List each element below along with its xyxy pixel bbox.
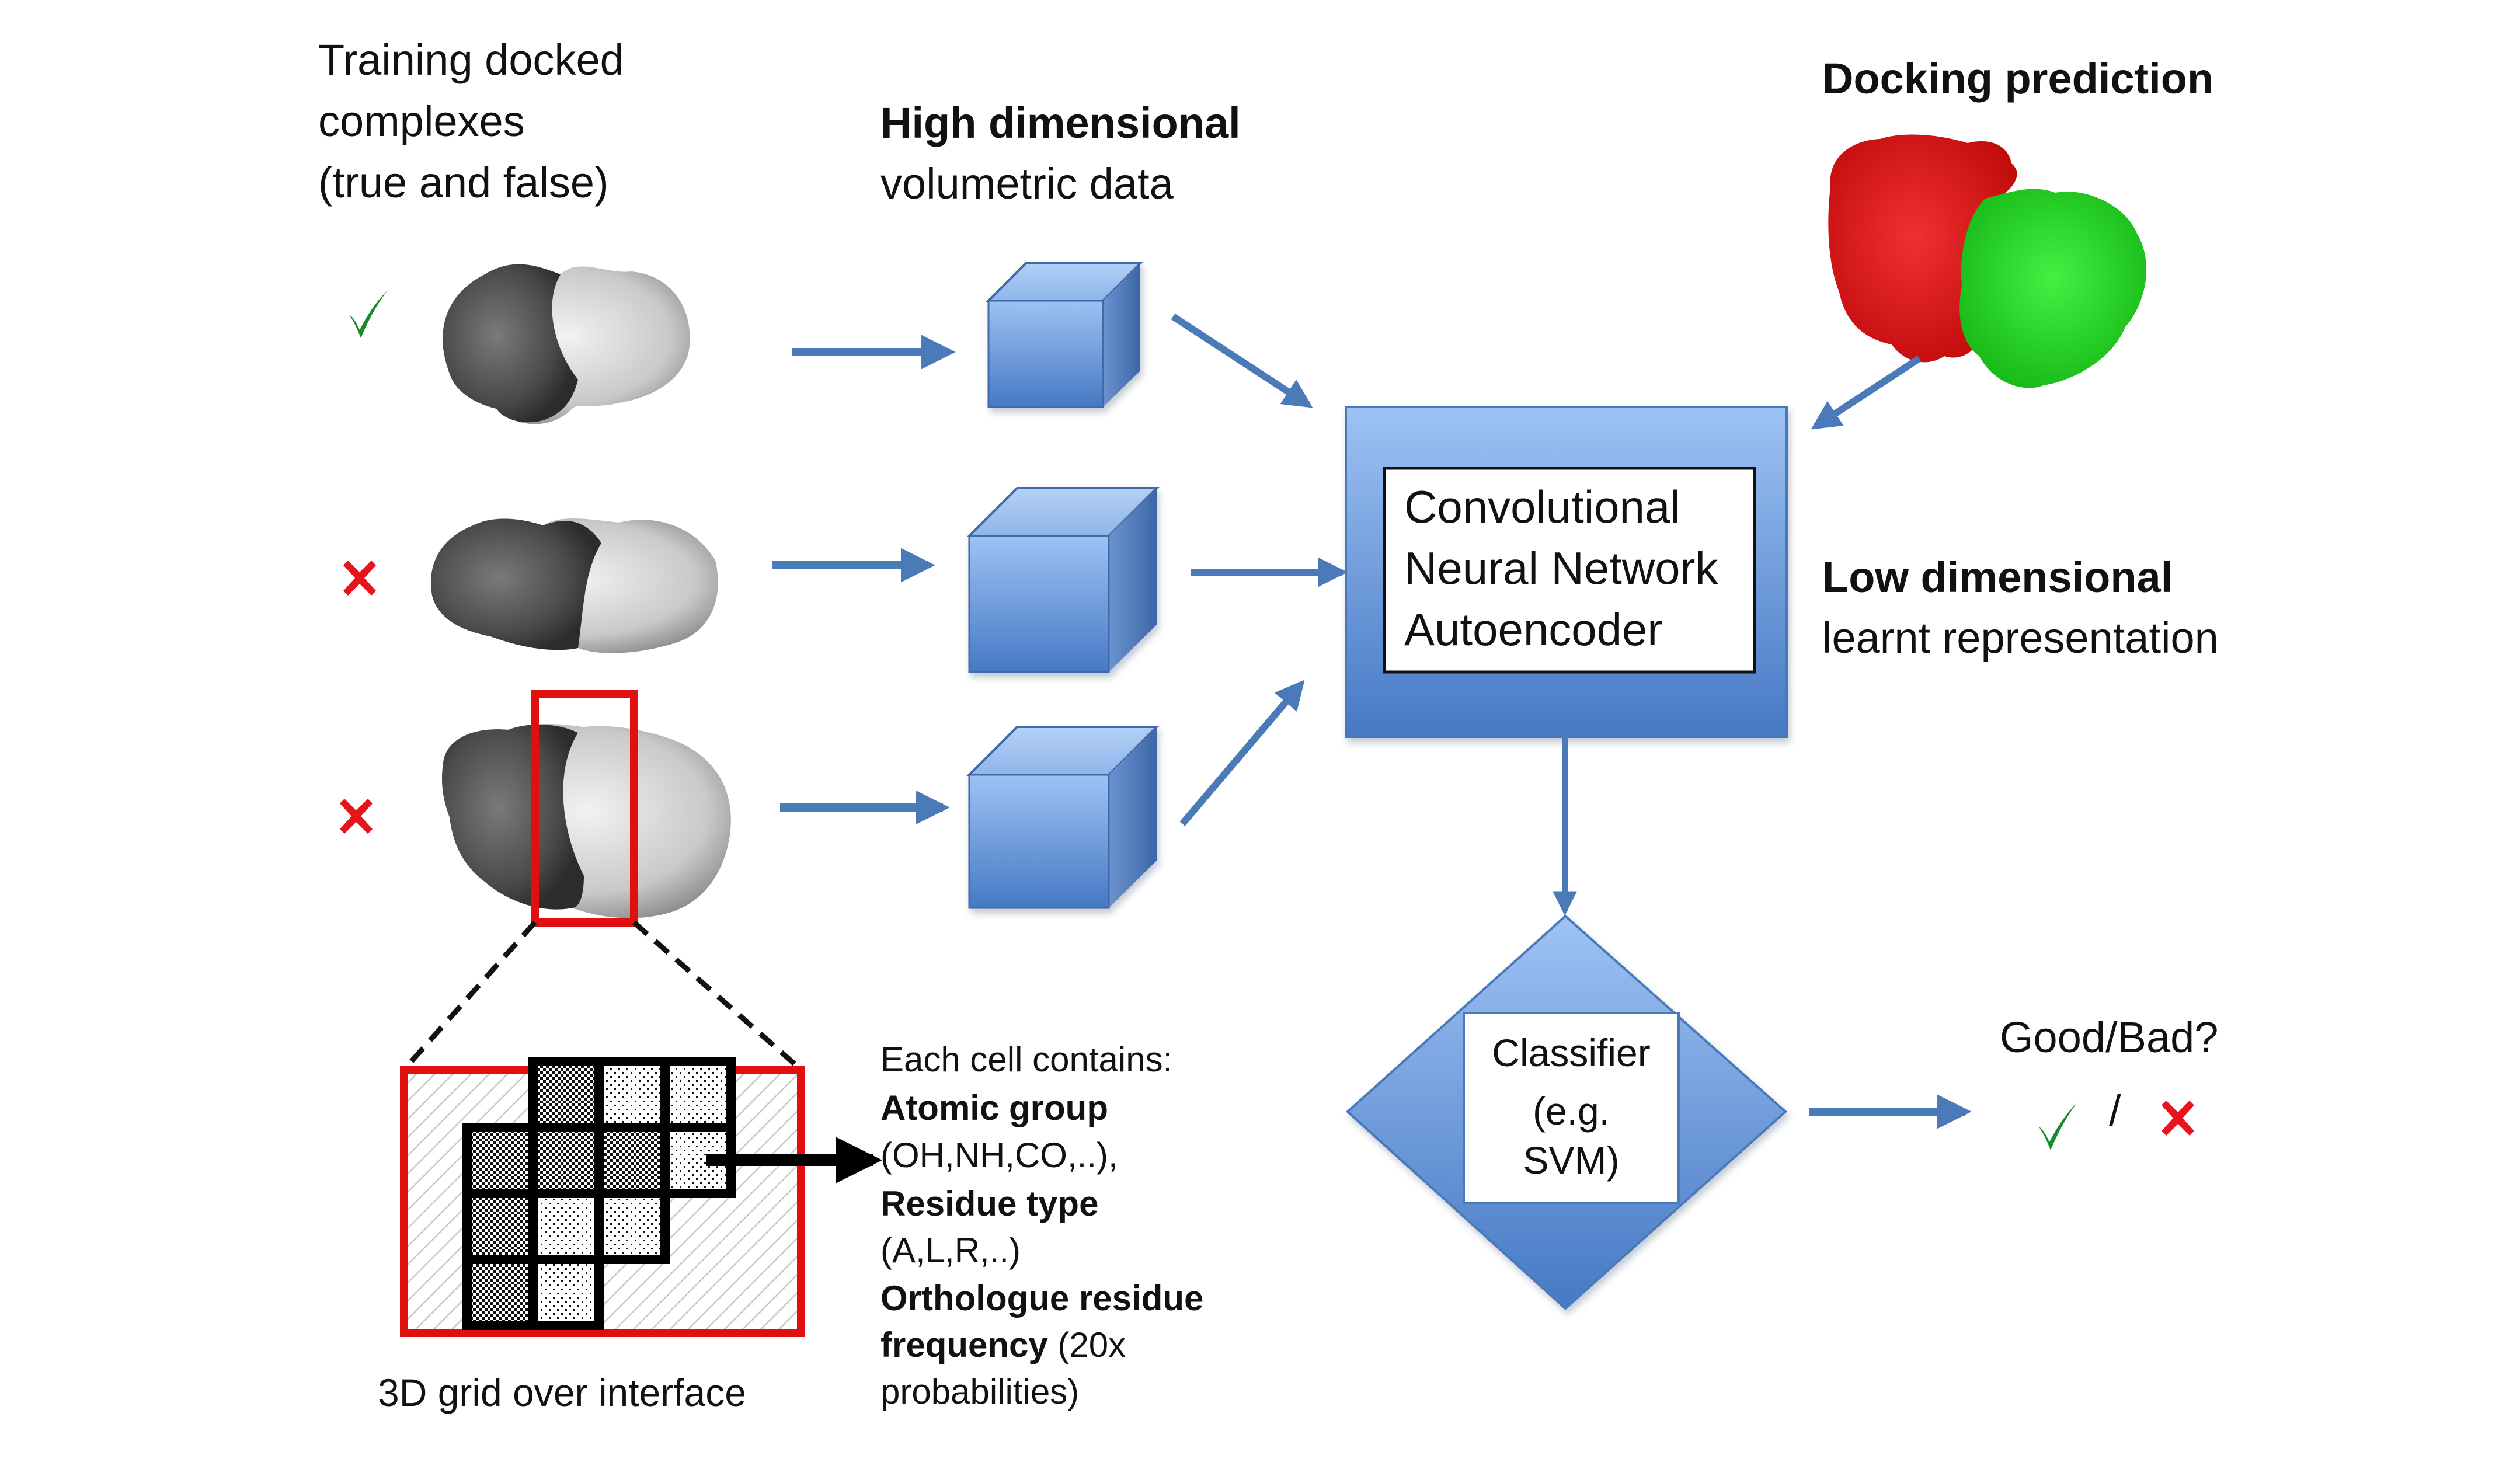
cell-item-orthologue-detail: probabilities) xyxy=(880,1372,1079,1411)
check-icon xyxy=(2039,1102,2077,1150)
cell-contents-description: Each cell contains: Atomic group (OH,NH,… xyxy=(880,1040,1203,1411)
volumetric-cube-2 xyxy=(966,487,1160,673)
protein-complex-2 xyxy=(431,518,718,653)
grid-cell-sparse xyxy=(538,1198,594,1255)
cnn-label-line-1: Convolutional xyxy=(1404,481,1680,532)
arrow-prediction-to-cnn xyxy=(1811,355,1922,430)
volumetric-title-rest: volumetric data xyxy=(880,159,1174,208)
arrow-cube-1-to-cnn xyxy=(1171,313,1313,408)
grid-cell-sparse xyxy=(538,1264,594,1321)
training-title-line-2: complexes xyxy=(318,97,525,145)
check-icon xyxy=(349,290,388,338)
classifier-label-line-3: SVM) xyxy=(1523,1139,1620,1182)
cell-contents-heading: Each cell contains: xyxy=(880,1040,1172,1079)
classifier-diamond: Classifier (e.g. SVM) xyxy=(1346,914,1788,1310)
cell-item-orthologue-line-2: frequency (20x xyxy=(880,1325,1126,1364)
cross-icon xyxy=(343,561,376,596)
grid-cell-sparse xyxy=(670,1066,726,1123)
low-dim-label: Low dimensional learnt representation xyxy=(1822,553,2219,662)
low-dim-label-rest: learnt representation xyxy=(1822,614,2219,662)
classifier-label-line-2: (e.g. xyxy=(1533,1089,1610,1133)
cell-item-frequency-detail: (20x xyxy=(1048,1325,1126,1364)
interface-highlight-box xyxy=(531,690,638,927)
cell-item-residue-type: Residue type xyxy=(880,1184,1098,1223)
cnn-autoencoder-box: Convolutional Neural Network Autoencoder xyxy=(1345,406,1788,738)
training-title-line-3: (true and false) xyxy=(318,158,609,207)
cell-item-atomic-group-detail: (OH,NH,CO,..), xyxy=(880,1136,1118,1175)
zoom-line-left xyxy=(402,921,537,1071)
grid-cell-dense xyxy=(538,1132,594,1189)
grid-cell-dense xyxy=(604,1132,660,1189)
grid-caption: 3D grid over interface xyxy=(378,1371,746,1414)
volumetric-cube-1 xyxy=(986,262,1143,408)
grid-cell-dense xyxy=(472,1132,528,1189)
docking-prediction-title: Docking prediction xyxy=(1822,54,2213,103)
cell-item-frequency: frequency xyxy=(880,1325,1048,1364)
cell-item-orthologue: Orthologue residue xyxy=(880,1279,1203,1318)
grid-cell-dense xyxy=(472,1264,528,1321)
training-title: Training docked complexes (true and fals… xyxy=(318,36,624,207)
grid-cell-dense xyxy=(472,1198,528,1255)
cell-item-atomic-group: Atomic group xyxy=(880,1088,1108,1127)
low-dim-label-bold: Low dimensional xyxy=(1822,553,2173,601)
training-title-line-1: Training docked xyxy=(318,36,624,84)
volumetric-cube-3 xyxy=(966,726,1160,909)
docking-prediction-complex xyxy=(1828,134,2147,388)
interface-grid xyxy=(400,1057,805,1337)
zoom-line-right xyxy=(632,920,803,1072)
grid-cell-sparse xyxy=(604,1198,660,1255)
protein-complex-1 xyxy=(443,264,690,424)
output-separator: / xyxy=(2109,1087,2121,1135)
cnn-label-line-3: Autoencoder xyxy=(1404,604,1662,655)
output-question: Good/Bad? xyxy=(2000,1013,2218,1061)
volumetric-title-bold: High dimensional xyxy=(880,99,1241,147)
output-verdict: Good/Bad? / xyxy=(2000,1013,2218,1150)
cell-item-residue-type-detail: (A,L,R,..) xyxy=(880,1231,1021,1270)
cnn-label-line-2: Neural Network xyxy=(1404,542,1719,594)
grid-cell-dense xyxy=(538,1066,594,1123)
volumetric-title: High dimensional volumetric data xyxy=(880,99,1241,208)
cross-icon xyxy=(340,799,373,834)
cross-icon xyxy=(2162,1101,2194,1136)
grid-cell-sparse xyxy=(604,1066,660,1123)
arrow-cube-3-to-cnn xyxy=(1179,680,1305,826)
protein-complex-3 xyxy=(442,724,731,918)
classifier-label-line-1: Classifier xyxy=(1492,1031,1650,1074)
